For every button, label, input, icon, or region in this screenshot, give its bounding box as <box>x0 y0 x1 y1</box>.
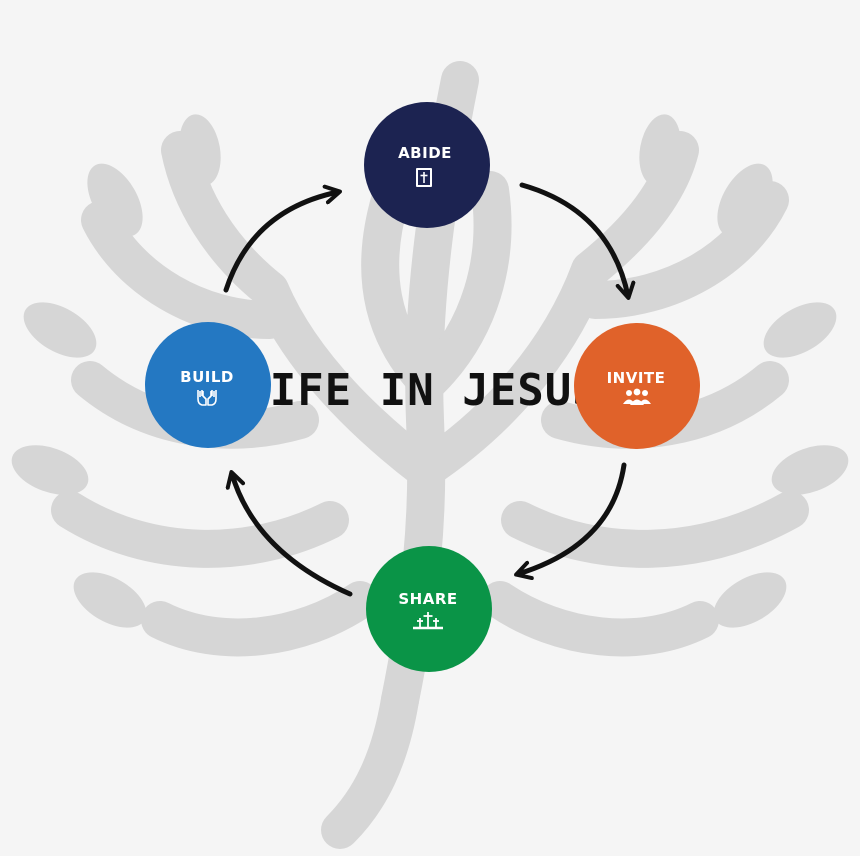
node-abide-circle <box>364 102 490 228</box>
center-title: LIFE IN JESUS <box>242 365 599 416</box>
node-abide: ABIDE <box>364 102 490 228</box>
node-invite: INVITE <box>574 323 700 449</box>
node-build: BUILD <box>145 322 271 448</box>
bible-icon <box>416 168 432 187</box>
node-invite-label: INVITE <box>607 369 666 387</box>
node-abide-label: ABIDE <box>398 144 452 162</box>
node-build-label: BUILD <box>180 368 234 386</box>
node-share: SHARE <box>366 546 492 672</box>
node-share-circle <box>366 546 492 672</box>
node-share-label: SHARE <box>398 590 457 608</box>
